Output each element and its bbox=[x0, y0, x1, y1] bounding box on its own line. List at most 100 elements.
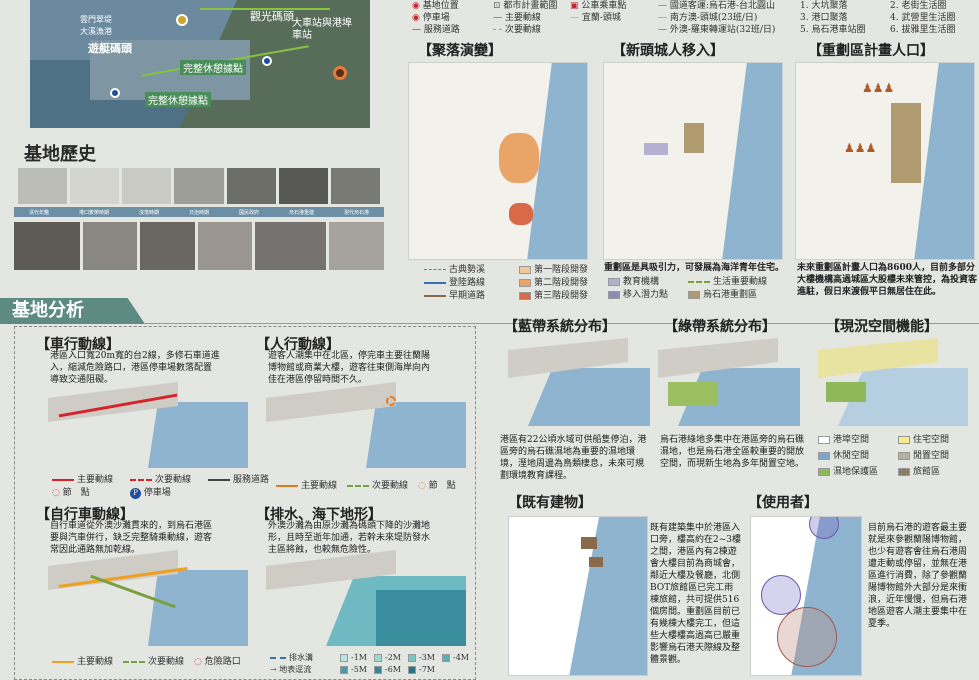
history-title: 基地歷史 bbox=[24, 144, 96, 165]
legend-potential: 移入潛力點 bbox=[623, 290, 669, 300]
migration-title: 【新頭城人移入】 bbox=[612, 43, 724, 59]
evolution-map bbox=[408, 62, 588, 260]
top-legend-4: — 國道客運:烏石港-台北圓山 — 南方澳-頭城(23班/日) — 外澳-羅東轉… bbox=[658, 1, 776, 35]
legend-route1: 國道客運:烏石港-台北圓山 bbox=[669, 1, 775, 11]
buildings-map bbox=[508, 516, 648, 676]
people-icon: ♟♟♟ bbox=[862, 81, 895, 95]
legend-p-main: 主要動線 bbox=[301, 481, 338, 491]
bicycle-text: 自行車道從外澳沙灘貫來的，到烏石港區要與汽車併行，缺乏完整騎乘動線，遊客常因此通… bbox=[50, 521, 213, 555]
pedestrian-legend: 主要動線 次要動線 ◌ 節 點 bbox=[276, 480, 456, 493]
legend-num-5: 5. 烏石港車站圈 bbox=[800, 25, 866, 35]
legend-lu-housing: 住宅空間 bbox=[913, 435, 950, 445]
history-photos-top bbox=[18, 168, 380, 204]
top-legend: ◉ 基地位置 ◉ 停車場 — 服務道路 bbox=[412, 1, 460, 35]
legend-num-2: 2. 老街生活圈 bbox=[890, 1, 947, 11]
legend-urban-plan: 都市計畫範圍 bbox=[503, 1, 558, 11]
blue-text: 港區有22公頃水域可供船隻停泊，港區旁的烏石礁濕地為重要的濕地環境，溼地周邊為鳥… bbox=[500, 435, 647, 481]
pedestrian-title: 【人行動線】 bbox=[256, 337, 340, 353]
legend-landing-route: 登陸路線 bbox=[449, 278, 486, 288]
timeline-7: 現代烏石港 bbox=[343, 209, 369, 216]
legend-phase3: 第三階段開發 bbox=[534, 291, 589, 301]
landuse-title: 【現況空間機能】 bbox=[826, 319, 938, 335]
legend-secondary-road: 次要動線 bbox=[504, 25, 541, 35]
bicycle-title: 【自行車動線】 bbox=[36, 507, 134, 523]
legend-v-node: 節 點 bbox=[62, 488, 90, 498]
legend-phase2: 第二階段開發 bbox=[534, 278, 589, 288]
vehicle-map bbox=[48, 382, 248, 468]
history-photos-bottom bbox=[14, 222, 384, 270]
pedestrian-text: 遊客人潮集中在北區，停完車主要往蘭陽博物館或商業大樓，遊客往東側海岸向內佳在港區… bbox=[268, 351, 431, 385]
landuse-legend: 港埠空間 住宅空間 休閒空間 閒置空間 濕地保護區 旅館區 bbox=[818, 432, 978, 480]
node-marker-icon bbox=[176, 14, 188, 26]
legend-num-3: 3. 港口聚落 bbox=[800, 13, 848, 23]
legend-service-road: 服務道路 bbox=[423, 25, 460, 35]
terrain-legend: 排水溝 → 地表逕流 bbox=[270, 653, 313, 674]
legend-v-parking: 停車場 bbox=[143, 488, 171, 498]
section-bar bbox=[0, 298, 145, 324]
aerial-label-tourism: 觀光碼頭 bbox=[250, 10, 294, 23]
top-legend-3: ▣ 公車乘車點 — 宜蘭-頭城 bbox=[570, 1, 627, 23]
blue-title: 【藍帶系統分布】 bbox=[504, 319, 616, 335]
legend-p-node: 節 點 bbox=[428, 481, 456, 491]
legend-early-road: 早期道路 bbox=[449, 291, 486, 301]
bicycle-legend: 主要動線 次要動線 ◌ 危險路口 bbox=[52, 656, 241, 669]
legend-lu-wetland: 濕地保護區 bbox=[833, 467, 879, 477]
depth-6: -6M bbox=[385, 665, 401, 674]
terrain-text: 外澳沙灘為由原沙灘為碼頭下降的沙灘地形，且時至逝年加通，若幹未來堤防發水主區將蝕… bbox=[268, 521, 431, 555]
depth-7: -7M bbox=[419, 665, 435, 674]
green-text: 烏石港綠地多集中在港區旁的烏石礁濕地，也是烏石港全區較重要的開放空間，而現新生地… bbox=[660, 435, 805, 469]
vehicle-legend: 主要動線 次要動線 服務道路 ◌ 節 點 P 停車場 bbox=[52, 475, 270, 499]
migration-map bbox=[603, 62, 783, 260]
buildings-title: 【既有建物】 bbox=[508, 495, 592, 511]
user-circle bbox=[761, 575, 801, 615]
legend-v-service: 服務道路 bbox=[233, 475, 270, 485]
legend-b-main: 主要動線 bbox=[77, 657, 114, 667]
timeline-5: 國民政府 bbox=[238, 209, 259, 216]
legend-b-secondary: 次要動線 bbox=[148, 657, 185, 667]
evolution-legend: 古典勢溪 第一階段開發 登陸路線 第二階段開發 早期道路 第三階段開發 bbox=[424, 264, 599, 303]
legend-lu-idle: 閒置空間 bbox=[913, 451, 950, 461]
legend-b-danger: 危險路口 bbox=[204, 657, 241, 667]
legend-education: 教育機構 bbox=[623, 277, 660, 287]
landuse-map bbox=[818, 338, 968, 426]
migration-legend: 教育機構 生活重要動線 移入潛力點 烏石港重劃區 bbox=[608, 276, 788, 302]
aerial-label-rest2: 完整休憩據點 bbox=[145, 92, 211, 107]
legend-route2: 南方澳-頭城(23班/日) bbox=[669, 13, 758, 23]
legend-parking: 停車場 bbox=[422, 13, 450, 23]
pedestrian-map bbox=[266, 382, 466, 468]
aerial-photo: 雲門翠堤 大溪漁港 遊艇碼頭 觀光碼頭 大車站與港埠車站 完整休憩據點 完整休憩… bbox=[30, 0, 370, 128]
bicycle-map bbox=[48, 550, 248, 646]
timeline-2: 港口繁榮時期 bbox=[78, 209, 109, 216]
depth-1: -1M bbox=[351, 653, 367, 662]
depth-3: -3M bbox=[419, 653, 435, 662]
redevelop-title: 【重劃區計畫人口】 bbox=[808, 43, 934, 59]
bus-marker-icon bbox=[262, 56, 272, 66]
depth-2: -2M bbox=[385, 653, 401, 662]
aerial-label-hotspring: 大溪漁港 bbox=[80, 27, 112, 36]
legend-lu-leisure: 休閒空間 bbox=[833, 451, 870, 461]
legend-num-1: 1. 大坑聚落 bbox=[800, 1, 848, 11]
legend-lu-port: 港埠空間 bbox=[833, 435, 870, 445]
depth-5: -5M bbox=[351, 665, 367, 674]
migration-text: 重劃區是具吸引力，可發展為海洋青年住宅。 bbox=[604, 263, 785, 273]
aerial-label-station: 大車站與港埠車站 bbox=[292, 18, 352, 41]
depth-4: -4M bbox=[453, 653, 469, 662]
green-map bbox=[658, 338, 800, 426]
terrain-map bbox=[266, 550, 466, 646]
legend-yilan: 宜蘭-頭城 bbox=[581, 13, 621, 23]
timeline-6: 烏石港重建 bbox=[288, 209, 314, 216]
legend-ancient-river: 古典勢溪 bbox=[449, 265, 486, 275]
users-map bbox=[750, 516, 862, 676]
legend-num-6: 6. 拔雅里生活圈 bbox=[890, 25, 956, 35]
timeline-3: 沒落時期 bbox=[138, 209, 159, 216]
legend-phase1: 第一階段開發 bbox=[534, 265, 589, 275]
green-title: 【綠帶系統分布】 bbox=[664, 319, 776, 335]
legend-main-road: 主要動線 bbox=[504, 13, 541, 23]
parking-icon: P bbox=[130, 488, 141, 499]
aerial-label-yacht: 遊艇碼頭 bbox=[88, 42, 132, 55]
legend-t-drain: 排水溝 bbox=[289, 653, 313, 662]
blue-map bbox=[508, 338, 650, 426]
legend-route3: 外澳-羅東轉運站(32班/日) bbox=[669, 25, 776, 35]
legend-v-secondary: 次要動線 bbox=[155, 475, 192, 485]
people-icon: ♟♟♟ bbox=[844, 141, 877, 155]
